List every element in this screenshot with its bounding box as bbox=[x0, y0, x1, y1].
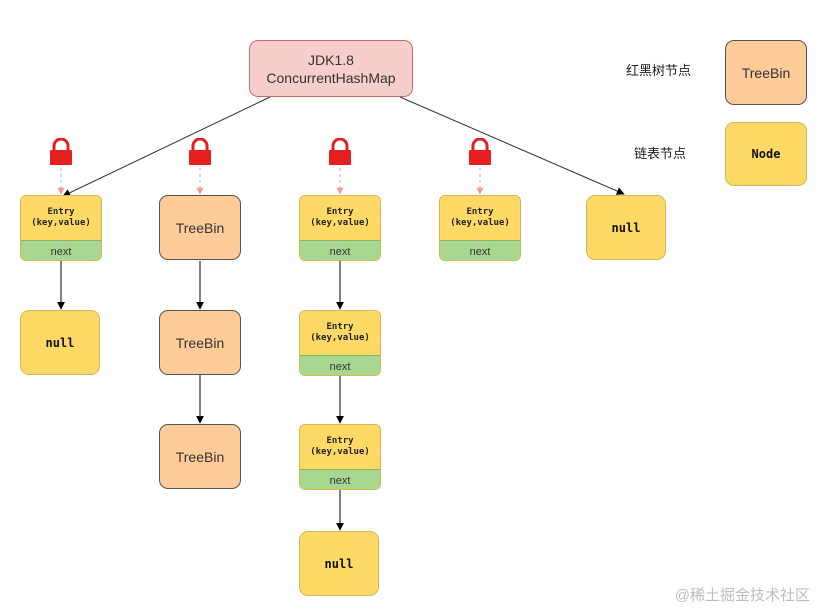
entry-node-b4: Entry(key,value) next bbox=[439, 195, 521, 261]
entry-next: next bbox=[300, 469, 380, 489]
entry-node-b3-1: Entry(key,value) next bbox=[299, 195, 381, 261]
root-concurrenthashmap: JDK1.8 ConcurrentHashMap bbox=[249, 40, 413, 97]
entry-label: Entry bbox=[326, 207, 354, 217]
edge-root-bucket5 bbox=[399, 96, 625, 195]
entry-next: next bbox=[300, 355, 380, 375]
watermark: @稀土掘金技术社区 bbox=[674, 587, 810, 604]
root-line1: JDK1.8 bbox=[308, 51, 354, 68]
entry-label: Entry bbox=[326, 436, 354, 446]
lock-icon bbox=[189, 138, 211, 165]
null-node-b3: null bbox=[299, 531, 379, 596]
entry-next: next bbox=[21, 240, 101, 260]
null-node-b1: null bbox=[20, 310, 100, 375]
edge-root-bucket1 bbox=[62, 96, 271, 197]
treebin-node-b2-1: TreeBin bbox=[159, 195, 241, 260]
lock-icon bbox=[469, 138, 491, 165]
entry-next: next bbox=[440, 240, 520, 260]
entry-label: Entry bbox=[47, 207, 75, 217]
entry-kv: (key,value) bbox=[310, 218, 370, 228]
entry-kv: (key,value) bbox=[31, 218, 91, 228]
root-line2: ConcurrentHashMap bbox=[266, 69, 396, 86]
entry-next: next bbox=[300, 240, 380, 260]
entry-node-b1: Entry(key,value) next bbox=[20, 195, 102, 261]
legend-treebin-box: TreeBin bbox=[725, 40, 807, 105]
lock-icon bbox=[329, 138, 351, 165]
entry-label: Entry bbox=[466, 207, 494, 217]
entry-kv: (key,value) bbox=[450, 218, 510, 228]
lock-icon bbox=[50, 138, 72, 165]
entry-kv: (key,value) bbox=[310, 447, 370, 457]
null-node-b5: null bbox=[586, 195, 666, 260]
legend-node-label: 链表节点 bbox=[634, 146, 687, 161]
treebin-node-b2-2: TreeBin bbox=[159, 310, 241, 375]
legend-treebin-label: 红黑树节点 bbox=[626, 63, 692, 78]
entry-node-b3-2: Entry(key,value) next bbox=[299, 310, 381, 376]
entry-kv: (key,value) bbox=[310, 333, 370, 343]
treebin-node-b2-3: TreeBin bbox=[159, 424, 241, 489]
legend-node-box: Node bbox=[725, 122, 807, 186]
entry-node-b3-3: Entry(key,value) next bbox=[299, 424, 381, 490]
entry-label: Entry bbox=[326, 322, 354, 332]
